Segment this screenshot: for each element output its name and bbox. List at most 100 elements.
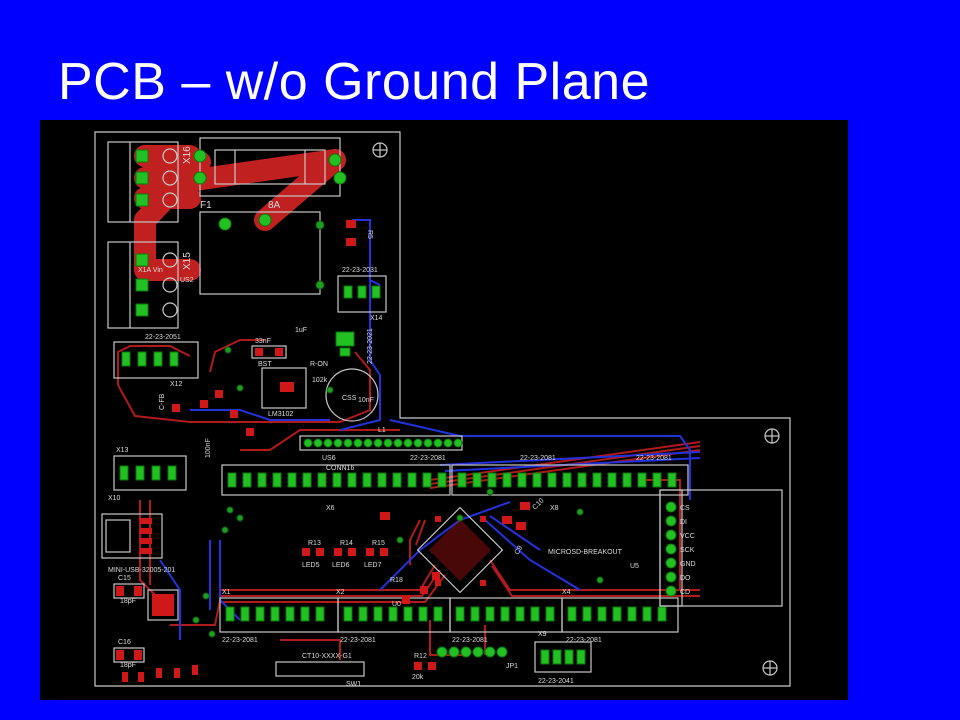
connector-x9: X9 22-23-2041 (534, 631, 592, 685)
connector-x1: X1 22-23-2081 (219, 589, 339, 644)
microcontroller-u0: U0 R18 C9 C10 (390, 497, 546, 608)
r15-label: R15 (372, 540, 385, 547)
x13-label: X13 (116, 447, 129, 454)
x14-label: X14 (370, 315, 383, 322)
slide-title: PCB – w/o Ground Plane (58, 53, 650, 111)
board-outline (94, 131, 791, 687)
sd-pin-do: DO (680, 575, 691, 582)
r-102k-label: 102k (312, 377, 328, 384)
led6-label: LED6 (332, 562, 350, 569)
connector-x13: X13 X10 (108, 447, 187, 502)
x1-pins (225, 606, 325, 622)
f1-label: F1 (200, 200, 212, 211)
r18-label: R18 (390, 577, 403, 584)
capacitor-c15: C15 18pF (113, 575, 145, 605)
led-group: R13 R14 R15 LED5 LED6 LED7 (302, 540, 388, 569)
r12-value: 20k (412, 674, 424, 681)
resistor-r5: R5 (346, 220, 373, 246)
conn-2081-d-label: 22-23-2081 (222, 637, 258, 644)
x4-label: X4 (562, 589, 571, 596)
lm3102-label: LM3102 (268, 411, 293, 418)
c10-label: C10 (531, 497, 545, 511)
u5-label: U5 (630, 563, 639, 570)
vias (192, 346, 604, 638)
us2-label: US2 (180, 277, 194, 284)
c16-label: C16 (118, 639, 131, 646)
jp1-label: JP1 (506, 663, 518, 670)
pcb-drawing: X16 X15 X1A Vin US2 F1 8A R5 22-23-2031 … (94, 131, 791, 688)
css-value: 10nF (358, 397, 374, 404)
r5-label: R5 (366, 230, 373, 239)
mini-usb-connector: MINI-USB-32005-201 (101, 513, 175, 574)
x4-pins (567, 606, 667, 622)
jumper-jp1: JP1 (436, 646, 518, 670)
c15-label: C15 (118, 575, 131, 582)
x8-pins (457, 472, 677, 488)
r14-label: R14 (340, 540, 353, 547)
sw1-label: SW1 (346, 681, 361, 688)
x10-label: X10 (108, 495, 121, 502)
x16-label: X16 (182, 146, 193, 164)
r13-label: R13 (308, 540, 321, 547)
sd-pin-gnd: GND (680, 561, 696, 568)
conn-2081-g-label: 22-23-2081 (566, 637, 602, 644)
ct10-switch: CT10-XXXX-G1 SW1 (275, 653, 365, 688)
smd-cluster (380, 502, 530, 604)
c-fb-label: C-FB (159, 393, 166, 410)
terminal-block-x15: X15 X1A Vin US2 (107, 241, 194, 329)
sd-pin-di: DI (680, 519, 687, 526)
fuse-f1: F1 8A (193, 137, 347, 231)
connector-x4: X4 22-23-2081 (561, 589, 679, 644)
led7-label: LED7 (364, 562, 382, 569)
sd-pins (665, 501, 677, 597)
conn-2051-label: 22-23-2051 (145, 334, 181, 341)
regulator-outline (199, 211, 321, 295)
r-on-label: R-ON (310, 361, 328, 368)
conn-2081-a-label: 22-23-2081 (410, 455, 446, 462)
x6-pins (227, 472, 447, 488)
conn16-pins (303, 438, 463, 448)
connector-x14: 22-23-2031 X14 22-23-2021 (337, 267, 387, 364)
sd-pin-cs: CS (680, 505, 690, 512)
l1-label: L1 (378, 427, 386, 434)
conn-2081-b-label: 22-23-2081 (520, 455, 556, 462)
conn-2081-f-label: 22-23-2081 (452, 637, 488, 644)
bottom-traces (159, 219, 701, 640)
usb-chip (122, 589, 198, 682)
resistor-r12: R12 20k (412, 653, 436, 681)
x8-label: X8 (550, 505, 559, 512)
x12-label: X12 (170, 381, 183, 388)
sd-pin-cd: CD (680, 589, 690, 596)
x3-pins (455, 606, 555, 622)
conn-2031-label: 22-23-2031 (342, 267, 378, 274)
c15-value: 18pF (120, 598, 136, 605)
connector-x12: 22-23-2051 X12 (113, 334, 199, 388)
conn-2081-e-label: 22-23-2081 (340, 637, 376, 644)
css-label: CSS (342, 395, 357, 402)
c16-value: 18pF (120, 662, 136, 669)
c9-label: C9 (514, 545, 525, 556)
regulator-lm3102: 33nF 1uF BST LM3102 R-ON 102k CSS 10nF C… (159, 327, 386, 458)
power-traces (134, 145, 346, 281)
led5-label: LED5 (302, 562, 320, 569)
conn-2021-label: 22-23-2021 (367, 328, 374, 364)
microsd-breakout: MICROSD-BREAKOUT U5 CS DI VCC SCK GND DO… (548, 489, 783, 607)
conn-2081-c-label: 22-23-2081 (636, 455, 672, 462)
x1a-vin-label: X1A Vin (138, 267, 163, 274)
connector-conn16: US6 CONN16 (299, 435, 463, 472)
c-100nf-label: 100nF (205, 438, 212, 458)
connector-x2: X2 22-23-2081 (336, 589, 451, 644)
connector-x8: 22-23-2081 22-23-2081 X8 (451, 455, 689, 512)
connector-x3: 22-23-2081 (449, 597, 563, 644)
c-33nf-label: 33nF (255, 338, 271, 345)
terminal-block-x16: X16 (107, 141, 193, 223)
sd-pin-sck: SCK (680, 547, 695, 554)
us6-label: US6 (322, 455, 336, 462)
capacitor-c16: C16 18pF (113, 639, 145, 669)
r12-label: R12 (414, 653, 427, 660)
x2-pins (343, 606, 443, 622)
x1-label: X1 (222, 589, 231, 596)
mounting-holes (372, 142, 780, 676)
mini-usb-label: MINI-USB-32005-201 (108, 567, 175, 574)
connector-x6: 22-23-2081 X6 (221, 455, 451, 512)
